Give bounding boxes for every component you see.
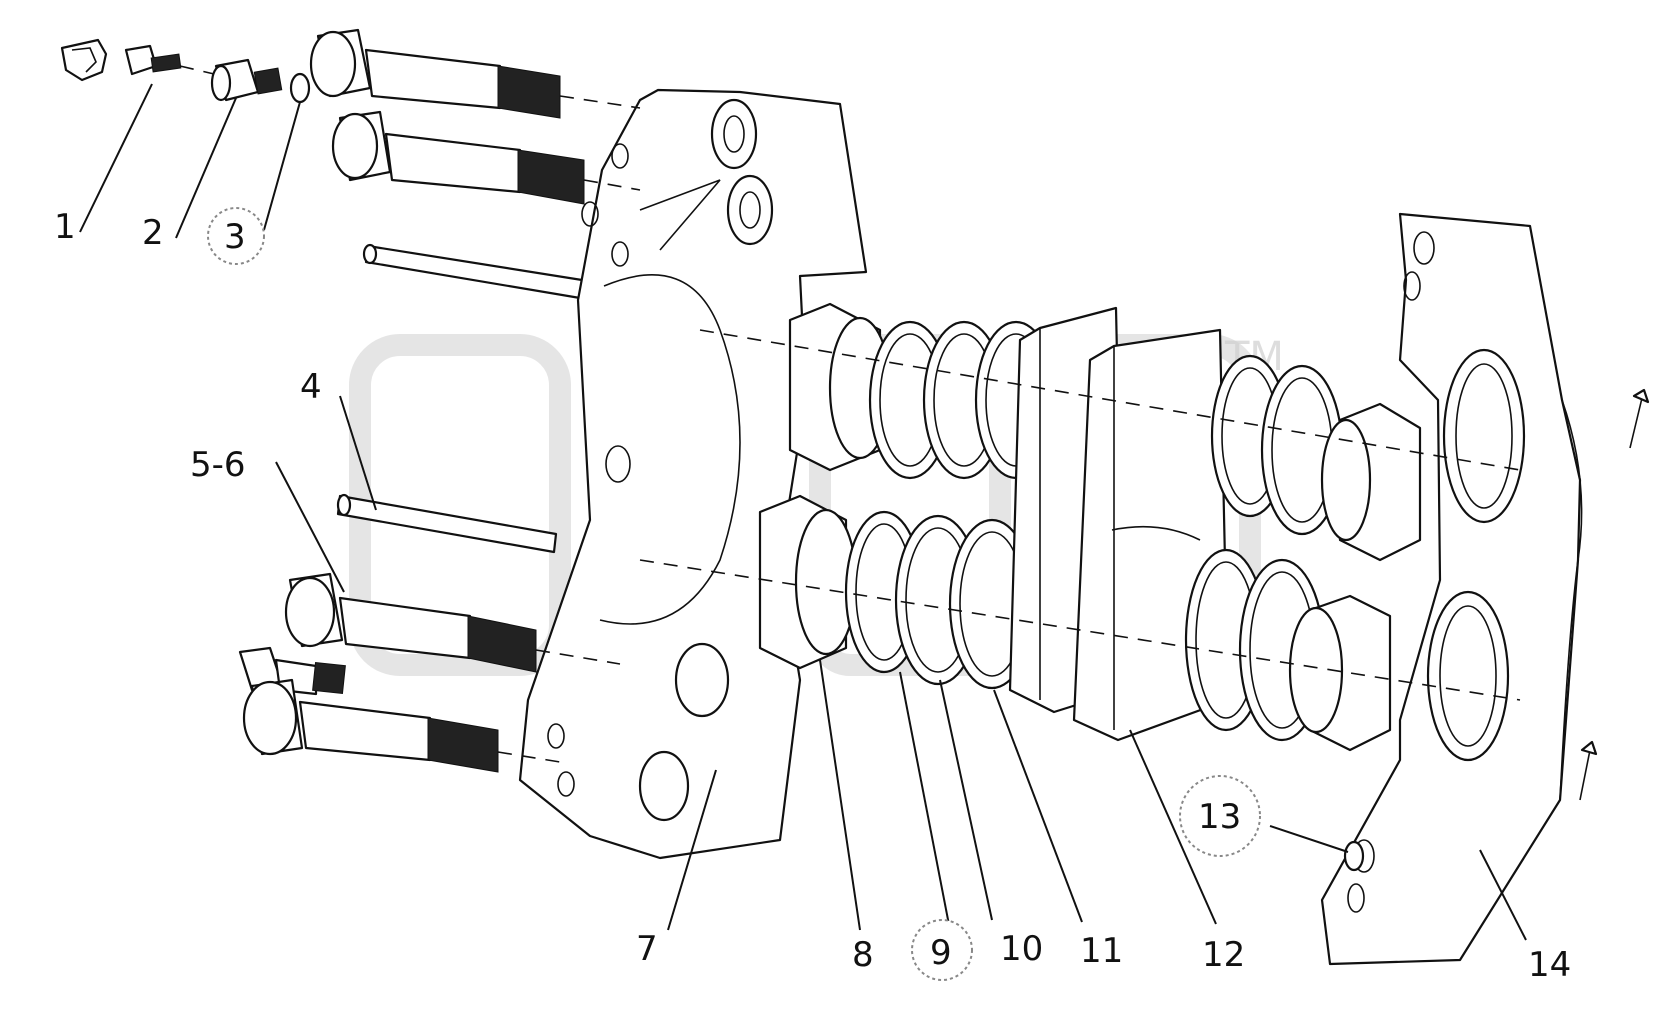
right-upper-piston — [1320, 402, 1422, 562]
part-4-guide-pin — [336, 493, 558, 554]
label-part-4: 4 — [300, 367, 322, 407]
label-part-3: 3 — [224, 217, 246, 257]
label-part-5-6: 5-6 — [190, 445, 246, 485]
right-lower-piston — [1288, 594, 1392, 752]
part-8-piston-lower — [758, 494, 858, 670]
label-part-9: 9 — [930, 933, 952, 973]
part-14-caliper-housing-inner — [1320, 212, 1583, 966]
part-5-6-fitting — [238, 646, 346, 696]
upper-guide-pin — [362, 243, 584, 300]
label-part-12: 12 — [1202, 935, 1245, 975]
part-13-screw — [1343, 840, 1365, 872]
part-3-washer — [289, 72, 311, 104]
direction-arrow-icons — [1579, 388, 1650, 801]
part-7-caliper-housing — [518, 88, 868, 860]
highlight-circle-3 — [207, 207, 265, 265]
label-part-13: 13 — [1198, 797, 1241, 837]
part-5-6-lower-bolt-lower — [242, 678, 499, 773]
label-part-1: 1 — [54, 207, 76, 247]
label-part-10: 10 — [1000, 929, 1043, 969]
label-part-7: 7 — [636, 929, 658, 969]
part-1-bleeder-cap — [60, 38, 182, 82]
part-2-fitting — [210, 58, 283, 102]
leader-lines — [79, 83, 1527, 941]
right-upper-rings — [1210, 354, 1344, 536]
label-part-8: 8 — [852, 935, 874, 975]
top-bolt-lower — [331, 110, 585, 205]
part-9-11-lower-rings — [844, 510, 1036, 690]
label-part-14: 14 — [1528, 945, 1571, 985]
label-part-2: 2 — [142, 213, 164, 253]
highlight-circle-13 — [1179, 775, 1261, 857]
label-part-11: 11 — [1080, 931, 1123, 971]
part-5-6-lower-bolt-upper — [284, 572, 537, 673]
highlight-circle-9 — [911, 919, 973, 981]
top-bolt-upper — [309, 28, 561, 119]
assembly-axis-lines — [179, 65, 1521, 763]
